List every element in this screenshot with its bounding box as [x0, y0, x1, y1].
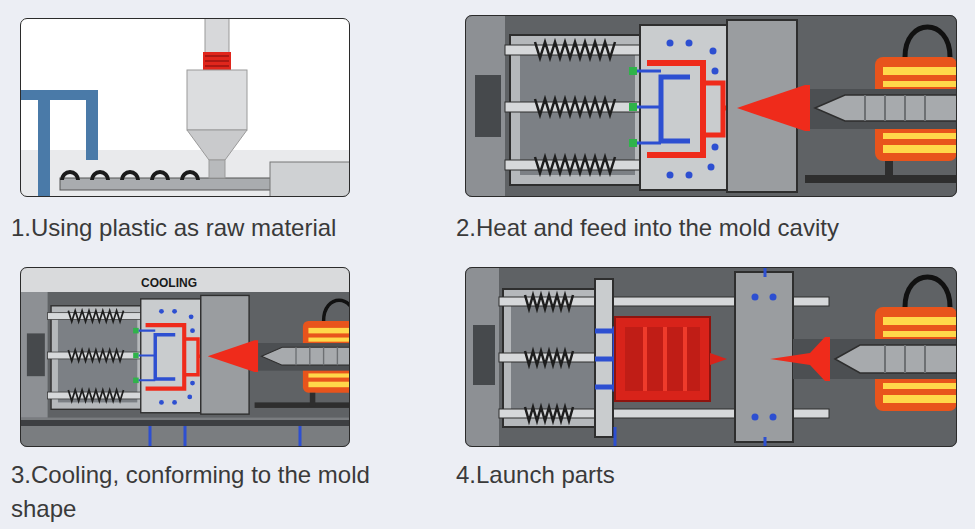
illustration-circle	[752, 414, 759, 421]
illustration-path	[525, 351, 573, 365]
illustration-rect	[20, 150, 350, 197]
illustration-rect	[209, 160, 225, 178]
illustration-rect	[20, 18, 350, 197]
mold-filling	[465, 15, 957, 197]
illustration-rect	[473, 325, 495, 385]
illustration-rect	[203, 52, 231, 70]
step-panel: 2.Heat and feed into the mold cavity	[465, 15, 957, 197]
step-caption: 4.Launch parts	[456, 458, 936, 492]
illustration-rect	[187, 70, 247, 130]
illustration-rect	[465, 267, 957, 447]
raw-material-hopper	[20, 18, 350, 197]
illustration-path	[525, 295, 573, 309]
illustration-rect	[20, 267, 350, 293]
illustration-g	[20, 292, 350, 418]
step-caption: 3.Cooling, conforming to the mold shape	[11, 458, 381, 526]
illustration-rect	[883, 383, 957, 389]
illustration-rect	[625, 327, 700, 391]
illustration-path	[885, 345, 925, 373]
mold-cooling	[20, 267, 350, 447]
step-caption: 1.Using plastic as raw material	[11, 211, 431, 245]
illustration-rect	[38, 100, 50, 197]
illustration-rect	[883, 331, 957, 337]
stage-label: COOLING	[141, 276, 197, 290]
step-panel: 3.Cooling, conforming to the mold shape	[20, 267, 350, 447]
illustration-polygon	[710, 353, 727, 365]
illustration-rect	[883, 395, 957, 403]
illustration-polygon	[835, 345, 957, 373]
illustration-rect	[20, 420, 350, 426]
part-ejection	[465, 267, 957, 447]
illustration-polygon	[770, 337, 830, 381]
illustration-path	[62, 172, 198, 180]
illustration-polygon	[187, 130, 247, 160]
step-panel: 4.Launch parts	[465, 267, 957, 447]
illustration-path	[205, 56, 229, 66]
illustration-rect	[20, 90, 98, 100]
illustration-rect	[270, 162, 350, 197]
illustration-use	[465, 15, 957, 197]
illustration-use	[20, 292, 350, 418]
illustration-path	[645, 327, 685, 391]
step-caption: 2.Heat and feed into the mold cavity	[456, 211, 936, 245]
illustration-rect	[615, 317, 710, 401]
illustration-rect	[86, 100, 98, 160]
illustration-path	[905, 277, 950, 307]
illustration-circle	[770, 294, 777, 301]
illustration-path	[615, 267, 765, 447]
illustration-rect	[465, 267, 499, 447]
illustration-circle	[752, 294, 759, 301]
illustration-rect	[883, 317, 957, 325]
illustration-g	[465, 267, 957, 447]
illustration-circle	[770, 414, 777, 421]
step-panel: 1.Using plastic as raw material	[20, 18, 350, 197]
illustration-path	[525, 407, 573, 421]
